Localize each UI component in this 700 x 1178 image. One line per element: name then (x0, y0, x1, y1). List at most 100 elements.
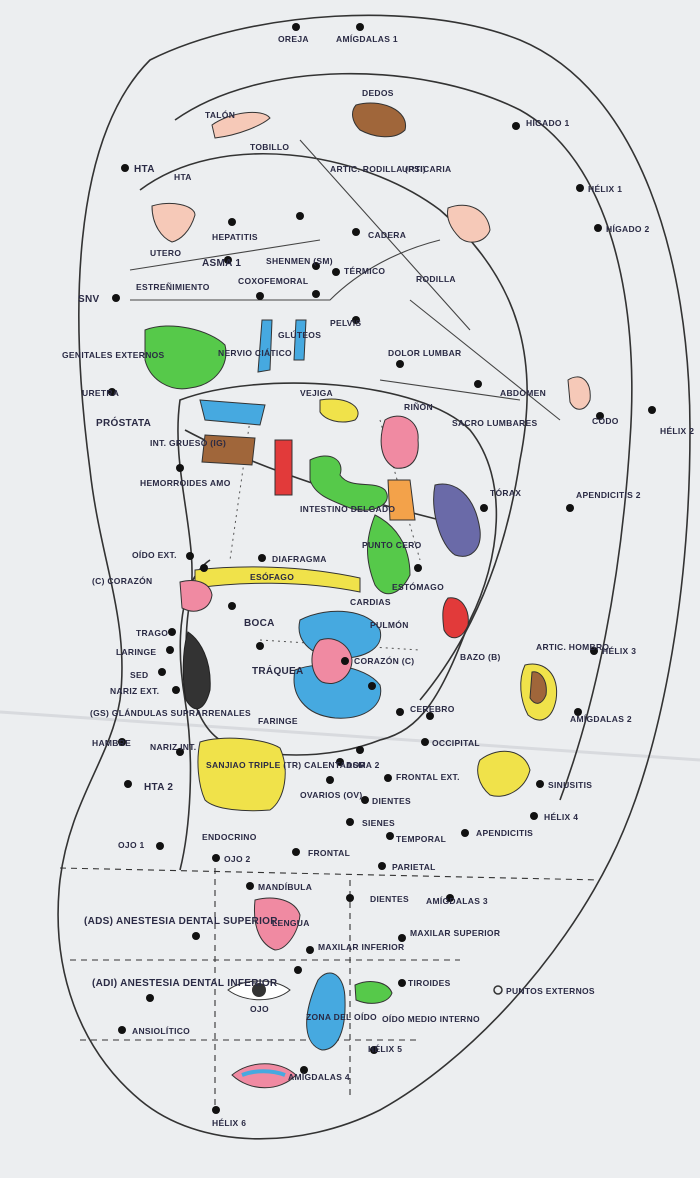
label-maxilar-superior: MAXILAR SUPERIOR (410, 928, 500, 938)
label-tiroides: TIROIDES (408, 978, 451, 988)
label-apendicitis-2: APENDICITIS 2 (576, 490, 641, 500)
label-amigdalas-4: AMÍGDALAS 4 (288, 1072, 350, 1082)
label-oido-ext: OÍDO EXT. (132, 550, 177, 560)
label-hta-inner: HTA (174, 172, 192, 182)
label-estomago: ESTÓMAGO (392, 581, 444, 592)
label-faringe: FARINGE (258, 716, 298, 726)
point-labels: OREJA AMÍGDALAS 1 DEDOS TALÓN TOBILLO AR… (62, 34, 694, 1128)
label-vejiga: VEJIGA (300, 388, 333, 398)
label-lengua: LENGUA (272, 918, 310, 928)
label-abdomen: ABDOMEN (500, 388, 546, 398)
label-temporal: TEMPORAL (396, 834, 446, 844)
label-rodilla: RODILLA (416, 274, 456, 284)
label-helix-1: HÉLIX 1 (588, 184, 622, 194)
label-asma-2: ASMA 2 (346, 760, 380, 770)
gluteus-shape (293, 319, 307, 361)
label-bazo: BAZO (B) (460, 652, 501, 662)
elbow-shape (567, 376, 591, 410)
spleen-shape (442, 597, 469, 639)
label-sacro-lumbares: SACRO LUMBARES (452, 418, 537, 428)
label-traquea: TRÁQUEA (252, 664, 304, 677)
label-cerebro: CEREBRO (410, 704, 455, 714)
label-anestesia-superior: (ADS) ANESTESIA DENTAL SUPERIOR (84, 916, 278, 927)
label-nervio-ciatico: NERVIO CIÁTICO (218, 348, 292, 358)
pancreas-shape (387, 479, 416, 521)
label-mejilla: ZONA DEL OÍDO (306, 1012, 377, 1022)
label-sinusitis: SINUSITIS (548, 780, 592, 790)
label-termico: TÉRMICO (344, 266, 385, 276)
label-talon: TALÓN (205, 109, 235, 120)
organ-shapes (144, 102, 591, 1089)
liver-shape (433, 483, 481, 557)
sciatic-shape (257, 319, 273, 373)
esophagus-shape (194, 566, 361, 593)
toes-shape (352, 102, 406, 138)
label-pelvis: PELVIS (330, 318, 361, 328)
label-asma-1: ASMA 1 (202, 258, 241, 269)
label-artic-rodilla: ARTIC. RODILLA (PSI) (330, 164, 426, 174)
label-corazon-2: CORAZÓN (C) (354, 655, 414, 666)
label-pulmon: PULMÓN (370, 619, 409, 630)
label-gluteos: GLÚTEOS (278, 329, 321, 340)
label-frontal-ext: FRONTAL EXT. (396, 772, 460, 782)
label-apendicitis-3: APENDICITIS (476, 828, 533, 838)
label-helix-4: HÉLIX 4 (544, 812, 578, 822)
label-ansiolitico: ANSIOLÍTICO (132, 1026, 190, 1036)
label-cardias: CARDIAS (350, 597, 391, 607)
label-ovarios: OVARIOS (OV) (300, 790, 362, 800)
label-maxilar-inferior: MAXILAR INFERIOR (318, 942, 405, 952)
label-helix-6: HÉLIX 6 (212, 1118, 246, 1128)
label-dedos: DEDOS (362, 88, 394, 98)
label-int-grueso: INT. GRUESO (IG) (150, 438, 226, 448)
label-trago: TRAGO (136, 628, 168, 638)
label-sed: SED (130, 670, 148, 680)
antihelix-line (139, 152, 528, 701)
label-hepatitis: HEPATITIS (212, 232, 258, 242)
helix-inner-line (174, 72, 633, 801)
label-higado-1: HÍGADO 1 (526, 118, 570, 128)
label-anestesia-inferior: (ADI) ANESTESIA DENTAL INFERIOR (92, 978, 278, 989)
label-shenmen: SHENMEN (SM) (266, 256, 333, 266)
paper-fold (0, 710, 700, 762)
label-hemorroides: HEMORROIDES AMO (140, 478, 231, 488)
sanjiao-shape (197, 737, 286, 812)
label-mandibula: MANDÍBULA (258, 882, 312, 892)
label-rinon: RIÑÓN (404, 401, 433, 412)
small-intestine-shape (309, 455, 388, 511)
ureter-shape (199, 399, 266, 426)
label-codo: CODO (592, 416, 619, 426)
label-sienes: SIENES (362, 818, 395, 828)
label-helix-2: HÉLIX 2 (660, 426, 694, 436)
label-glandulas-suprarrenales: (GS) GLÁNDULAS SUPRARRENALES (90, 708, 251, 718)
label-uretra: URETRA (82, 388, 119, 398)
hand-shape (477, 750, 531, 797)
label-utero: UTERO (150, 248, 181, 258)
label-nariz-ext: NARIZ EXT. (110, 686, 159, 696)
label-amigdalas-2: AMÍGDALAS 2 (570, 714, 632, 724)
label-amigdalas-1: AMÍGDALAS 1 (336, 34, 398, 44)
label-artic-hombro: ARTIC. HOMBRO (536, 642, 609, 652)
eye-iris (252, 983, 266, 997)
label-estrenimiento: ESTREÑIMIENTO (136, 282, 210, 292)
label-hta-2: HTA 2 (144, 782, 173, 793)
lips-inner (241, 1069, 286, 1077)
label-nariz-int: NARIZ INT. (150, 742, 196, 752)
label-hambre: HAMBRE (92, 738, 131, 748)
tragus-dark-shape (182, 631, 211, 710)
label-intestino-delgado: INTESTINO DELGADO (300, 504, 395, 514)
label-dientes-2: DIENTES (370, 894, 409, 904)
label-amigdalas-3: AMÍGDALAS 3 (426, 896, 488, 906)
thyroid-shape (354, 981, 393, 1004)
label-oido-interno: OÍDO MEDIO INTERNO (382, 1014, 480, 1024)
label-parietal: PARIETAL (392, 862, 436, 872)
label-urticaria: URTICARIA (402, 164, 451, 174)
label-corazon-c: (C) CORAZÓN (92, 575, 152, 586)
stomach-shape (367, 514, 411, 595)
label-coxofemoral: COXOFEMORAL (238, 276, 308, 286)
label-boca: BOCA (244, 618, 275, 629)
mouth-shape (179, 580, 213, 612)
label-dolor-lumbar: DOLOR LUMBAR (388, 348, 461, 358)
label-tobillo: TOBILLO (250, 142, 289, 152)
label-snv: SNV (78, 294, 99, 305)
